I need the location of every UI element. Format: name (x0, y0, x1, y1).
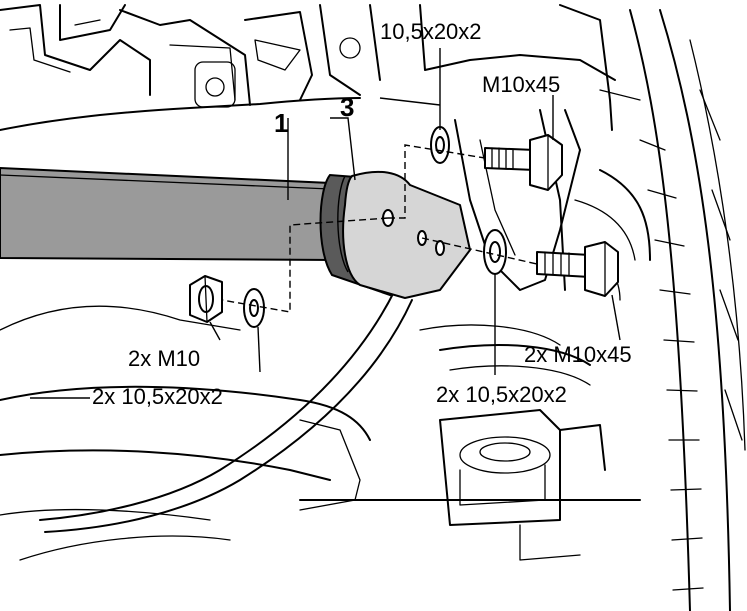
left-nut (189, 275, 223, 323)
lower-bolt (536, 241, 619, 297)
assembly-axes (221, 144, 538, 313)
vehicle-body-structure (0, 4, 746, 611)
top-bolt (484, 134, 563, 191)
labels: 1 3 10,5x20x2 M10x45 2x M10 2x 10,5x20x2… (92, 19, 632, 409)
washer-left-label: 2x 10,5x20x2 (92, 384, 223, 409)
lower-washer (483, 229, 507, 275)
bolt-top-label: M10x45 (482, 72, 560, 97)
left-washer (243, 288, 265, 328)
washer-bottom-label: 2x 10,5x20x2 (436, 382, 567, 407)
mounting-bracket (342, 170, 471, 299)
leader-lines (30, 48, 621, 399)
bolt-right-label: 2x M10x45 (524, 342, 632, 367)
stabilizer-bar (0, 166, 337, 262)
nut-left-label: 2x M10 (128, 346, 200, 371)
part-3-label: 3 (340, 92, 354, 122)
top-washer (430, 126, 450, 164)
washer-top-label: 10,5x20x2 (380, 19, 482, 44)
part-1-label: 1 (274, 108, 288, 138)
